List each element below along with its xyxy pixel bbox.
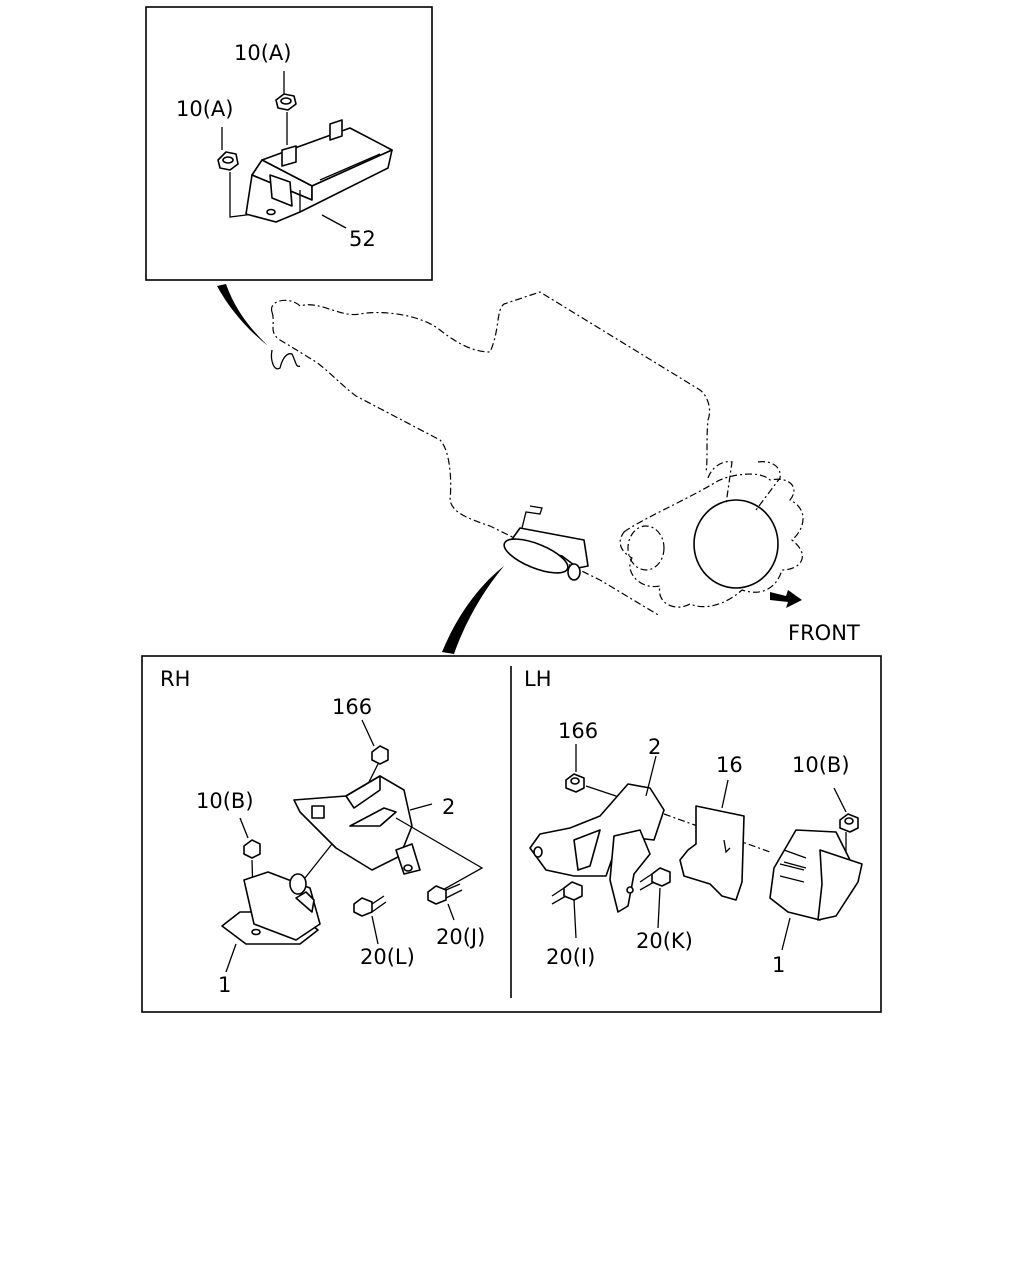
rh-heading: RH (160, 667, 190, 691)
rh-label-20j: 20(J) (436, 925, 485, 949)
label-nut-10a-top: 10(A) (234, 41, 291, 65)
lh-label-16: 16 (716, 753, 743, 777)
lh-heat-shield-part (679, 805, 745, 901)
lh-panel: LH (524, 667, 863, 977)
nut-icon (371, 745, 389, 765)
label-mount-52: 52 (349, 227, 376, 251)
lh-heading: LH (524, 667, 552, 691)
bolt-icon (353, 895, 387, 917)
nut-icon (839, 813, 859, 833)
engine-outline (270, 291, 804, 617)
leader-swoosh-top (217, 284, 268, 346)
rh-label-20l: 20(L) (360, 945, 415, 969)
rh-bracket-part (293, 775, 421, 875)
lh-label-10b: 10(B) (792, 753, 850, 777)
lh-mount-part (769, 829, 863, 921)
front-label: FRONT (788, 621, 860, 645)
rh-label-10b: 10(B) (196, 789, 254, 813)
bolt-icon (639, 867, 671, 891)
label-nut-10a-left: 10(A) (176, 97, 233, 121)
fan-icon (619, 461, 804, 608)
front-arrow-icon (770, 590, 802, 608)
lh-label-2: 2 (648, 735, 661, 759)
lh-label-20k: 20(K) (636, 929, 693, 953)
lh-label-1: 1 (772, 953, 785, 977)
leader-swoosh-bottom (442, 566, 504, 654)
detail-frame (141, 655, 882, 1013)
nut-icon (275, 93, 297, 111)
lh-bracket-part (529, 783, 665, 913)
rh-label-2: 2 (442, 795, 455, 819)
rh-mount-hint (503, 505, 589, 581)
lh-label-166: 166 (558, 719, 598, 743)
bolt-icon (427, 883, 463, 905)
rear-mount-inset: 10(A) 10(A) 52 (145, 6, 433, 281)
nut-icon (243, 839, 261, 859)
lh-label-20i: 20(I) (546, 945, 595, 969)
rear-mount-part (245, 119, 393, 223)
rh-label-1: 1 (218, 973, 231, 997)
bolt-icon (551, 881, 583, 905)
rh-label-166: 166 (332, 695, 372, 719)
nut-icon (217, 151, 239, 171)
inset-frame (145, 6, 433, 281)
rh-mount-part (221, 843, 333, 945)
rh-panel: RH (160, 667, 485, 997)
nut-icon (565, 773, 585, 793)
